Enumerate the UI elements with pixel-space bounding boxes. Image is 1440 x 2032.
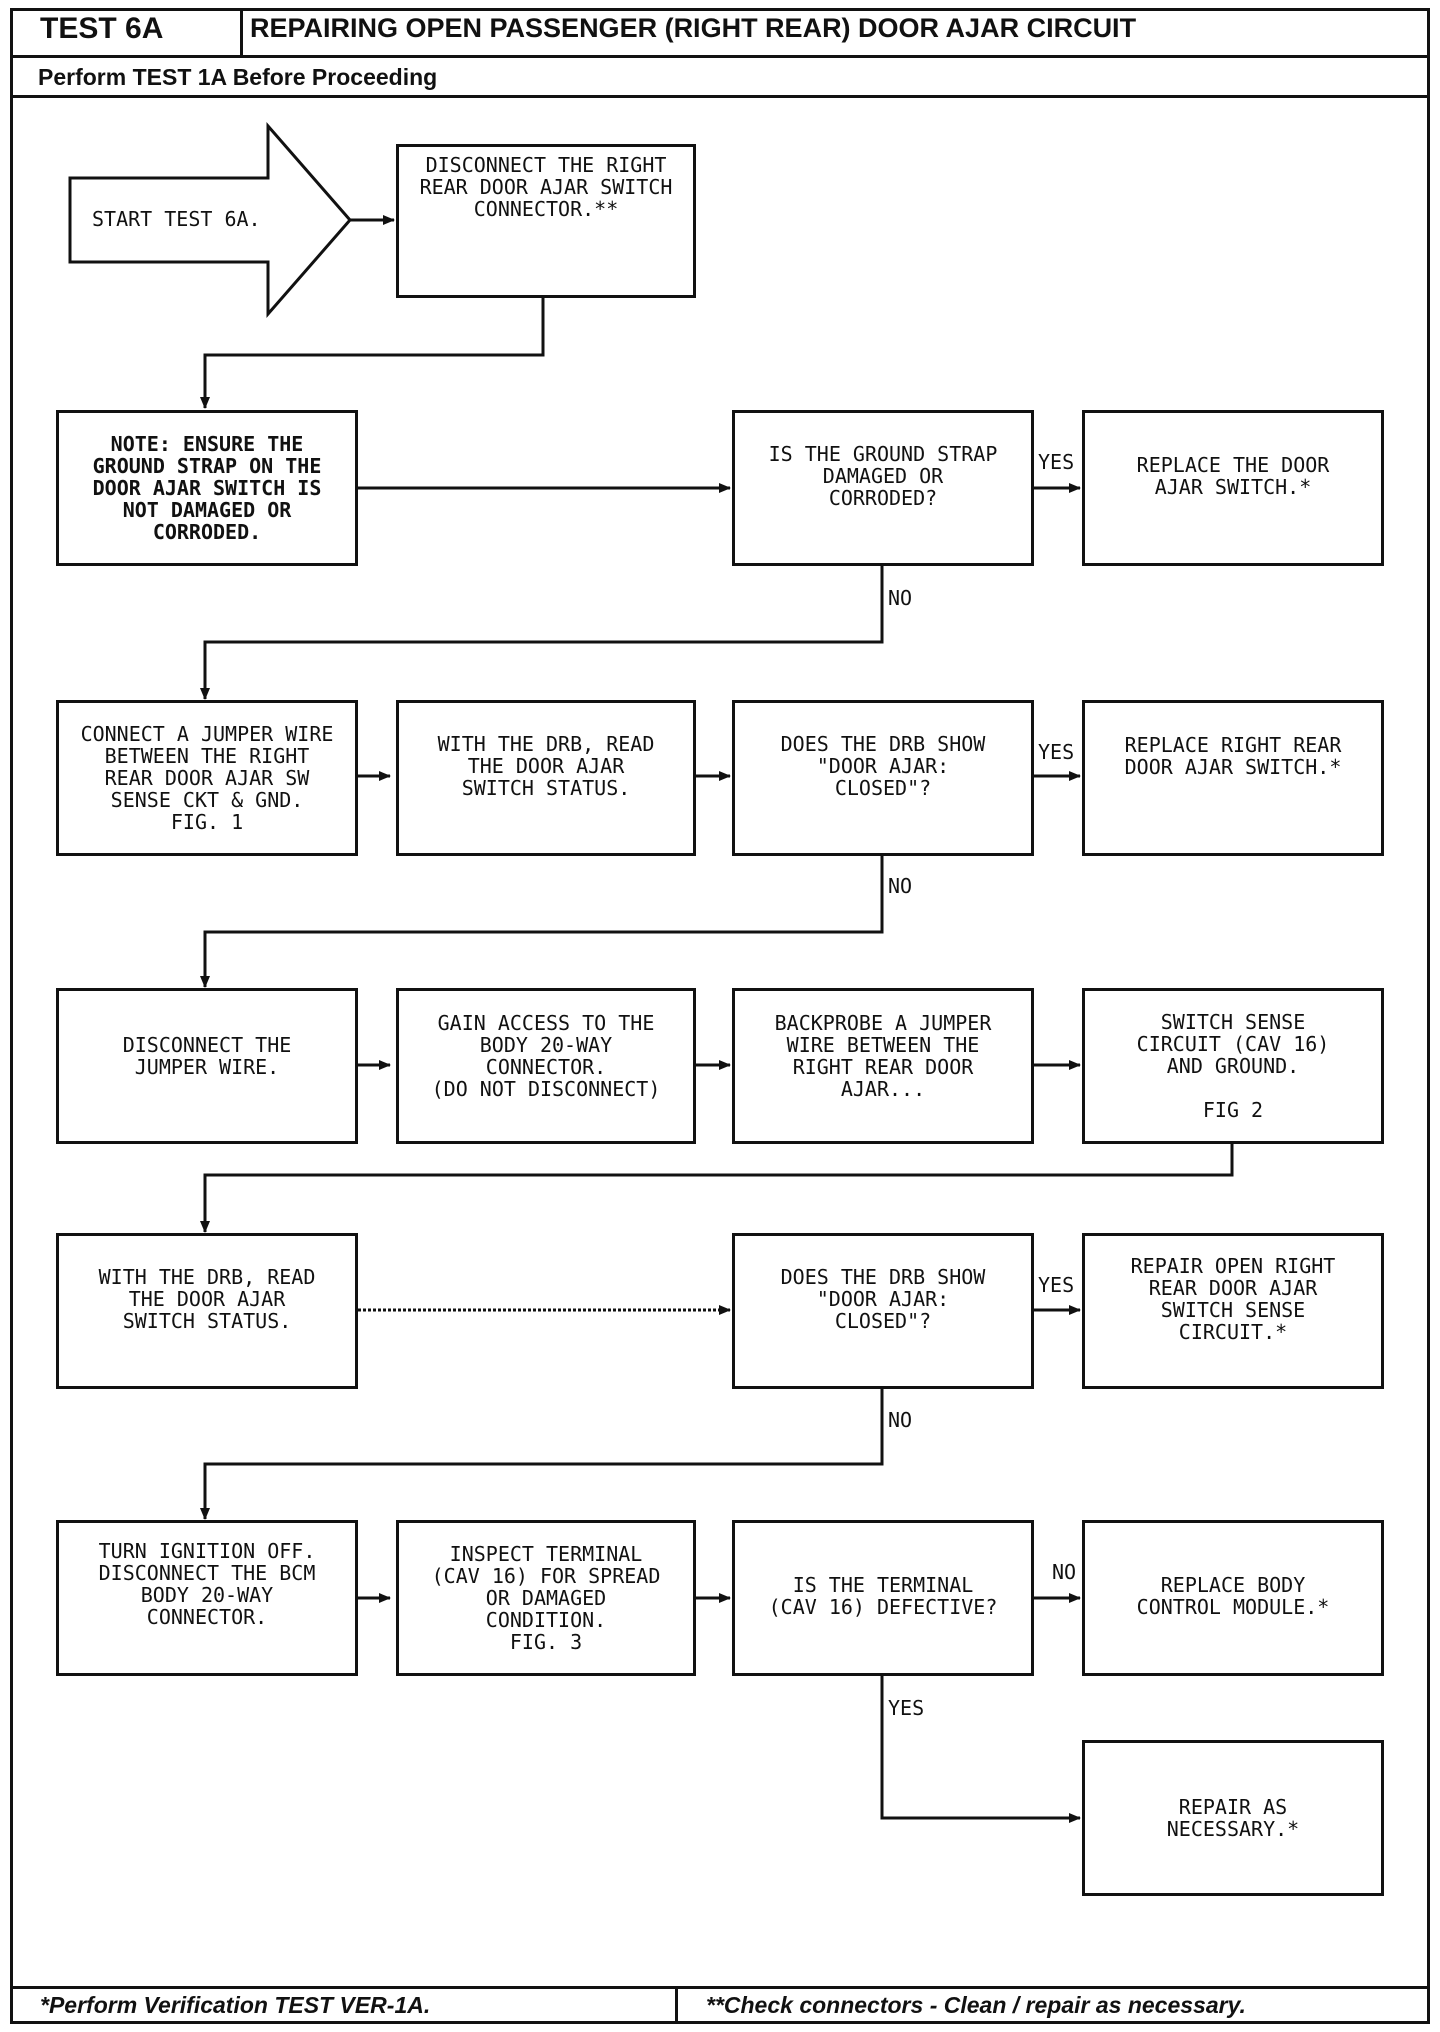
prerequisite-text: Perform TEST 1A Before Proceeding (38, 64, 438, 90)
repair-open-circuit-text: REPAIR OPEN RIGHT REAR DOOR AJAR SWITCH … (1130, 1254, 1336, 1344)
page-title: REPAIRING OPEN PASSENGER (RIGHT REAR) DO… (250, 13, 1137, 43)
connect-jumper-step: CONNECT A JUMPER WIRE BETWEEN THE RIGHT … (56, 700, 358, 856)
replace-bcm-text: REPLACE BODY CONTROL MODULE.* (1136, 1573, 1330, 1619)
ground-strap-decision-text: IS THE GROUND STRAP DAMAGED OR CORRODED? (768, 442, 998, 510)
backprobe-step: BACKPROBE A JUMPER WIRE BETWEEN THE RIGH… (732, 988, 1034, 1144)
inspect-terminal-step: INSPECT TERMINAL (CAV 16) FOR SPREAD OR … (396, 1520, 696, 1676)
terminal-decision: IS THE TERMINAL (CAV 16) DEFECTIVE? (732, 1520, 1034, 1676)
switch-sense-text: SWITCH SENSE CIRCUIT (CAV 16) AND GROUND… (1136, 1010, 1330, 1122)
drb-closed-decision-text-1: DOES THE DRB SHOW "DOOR AJAR: CLOSED"? (780, 732, 986, 800)
footer-verification-note: *Perform Verification TEST VER-1A. (40, 1992, 431, 2018)
repair-necessary-step: REPAIR AS NECESSARY.* (1082, 1740, 1384, 1896)
footer-connector-note: **Check connectors - Clean / repair as n… (706, 1992, 1246, 2018)
connect-jumper-text: CONNECT A JUMPER WIRE BETWEEN THE RIGHT … (80, 722, 334, 834)
gain-access-text: GAIN ACCESS TO THE BODY 20-WAY CONNECTOR… (431, 1011, 661, 1101)
prerequisite-row (10, 55, 1430, 98)
replace-switch-text-2: REPLACE RIGHT REAR DOOR AJAR SWITCH.* (1124, 733, 1342, 779)
start-label: START TEST 6A. (92, 207, 261, 231)
disconnect-switch-text: DISCONNECT THE RIGHT REAR DOOR AJAR SWIT… (419, 153, 673, 221)
disconnect-switch-step: DISCONNECT THE RIGHT REAR DOOR AJAR SWIT… (396, 144, 696, 298)
no-label-terminal: NO (1052, 1560, 1077, 1584)
footer-row (10, 1986, 1430, 2024)
read-drb-step-1: WITH THE DRB, READ THE DOOR AJAR SWITCH … (396, 700, 696, 856)
note-ground-strap-text: NOTE: ENSURE THE GROUND STRAP ON THE DOO… (92, 432, 322, 544)
switch-sense-step: SWITCH SENSE CIRCUIT (CAV 16) AND GROUND… (1082, 988, 1384, 1144)
drb-closed-decision-1: DOES THE DRB SHOW "DOOR AJAR: CLOSED"? (732, 700, 1034, 856)
drb-closed-decision-text-2: DOES THE DRB SHOW "DOOR AJAR: CLOSED"? (780, 1265, 986, 1333)
yes-label-ground-strap: YES (1038, 450, 1075, 474)
no-label-drb-2: NO (888, 1408, 913, 1432)
yes-label-drb-1: YES (1038, 740, 1075, 764)
yes-label-drb-2: YES (1038, 1273, 1075, 1297)
read-drb-text-2: WITH THE DRB, READ THE DOOR AJAR SWITCH … (98, 1265, 316, 1333)
inspect-terminal-text: INSPECT TERMINAL (CAV 16) FOR SPREAD OR … (431, 1542, 661, 1654)
read-drb-step-2: WITH THE DRB, READ THE DOOR AJAR SWITCH … (56, 1233, 358, 1389)
backprobe-text: BACKPROBE A JUMPER WIRE BETWEEN THE RIGH… (774, 1011, 992, 1101)
replace-switch-step-2: REPLACE RIGHT REAR DOOR AJAR SWITCH.* (1082, 700, 1384, 856)
no-label-drb-1: NO (888, 874, 913, 898)
replace-switch-text-1: REPLACE THE DOOR AJAR SWITCH.* (1136, 453, 1330, 499)
footer-divider (675, 1986, 678, 2024)
note-ground-strap: NOTE: ENSURE THE GROUND STRAP ON THE DOO… (56, 410, 358, 566)
ignition-off-step: TURN IGNITION OFF. DISCONNECT THE BCM BO… (56, 1520, 358, 1676)
yes-label-terminal: YES (888, 1696, 925, 1720)
repair-necessary-text: REPAIR AS NECESSARY.* (1166, 1795, 1300, 1841)
ignition-off-text: TURN IGNITION OFF. DISCONNECT THE BCM BO… (98, 1539, 316, 1629)
replace-switch-step-1: REPLACE THE DOOR AJAR SWITCH.* (1082, 410, 1384, 566)
test-id: TEST 6A (40, 12, 164, 45)
replace-bcm-step: REPLACE BODY CONTROL MODULE.* (1082, 1520, 1384, 1676)
read-drb-text-1: WITH THE DRB, READ THE DOOR AJAR SWITCH … (437, 732, 655, 800)
terminal-decision-text: IS THE TERMINAL (CAV 16) DEFECTIVE? (768, 1573, 998, 1619)
disconnect-jumper-step: DISCONNECT THE JUMPER WIRE. (56, 988, 358, 1144)
ground-strap-decision: IS THE GROUND STRAP DAMAGED OR CORRODED? (732, 410, 1034, 566)
start-arrow-shape (68, 121, 352, 319)
drb-closed-decision-2: DOES THE DRB SHOW "DOOR AJAR: CLOSED"? (732, 1233, 1034, 1389)
gain-access-step: GAIN ACCESS TO THE BODY 20-WAY CONNECTOR… (396, 988, 696, 1144)
no-label-ground-strap: NO (888, 586, 913, 610)
repair-open-circuit-step: REPAIR OPEN RIGHT REAR DOOR AJAR SWITCH … (1082, 1233, 1384, 1389)
disconnect-jumper-text: DISCONNECT THE JUMPER WIRE. (122, 1033, 292, 1079)
